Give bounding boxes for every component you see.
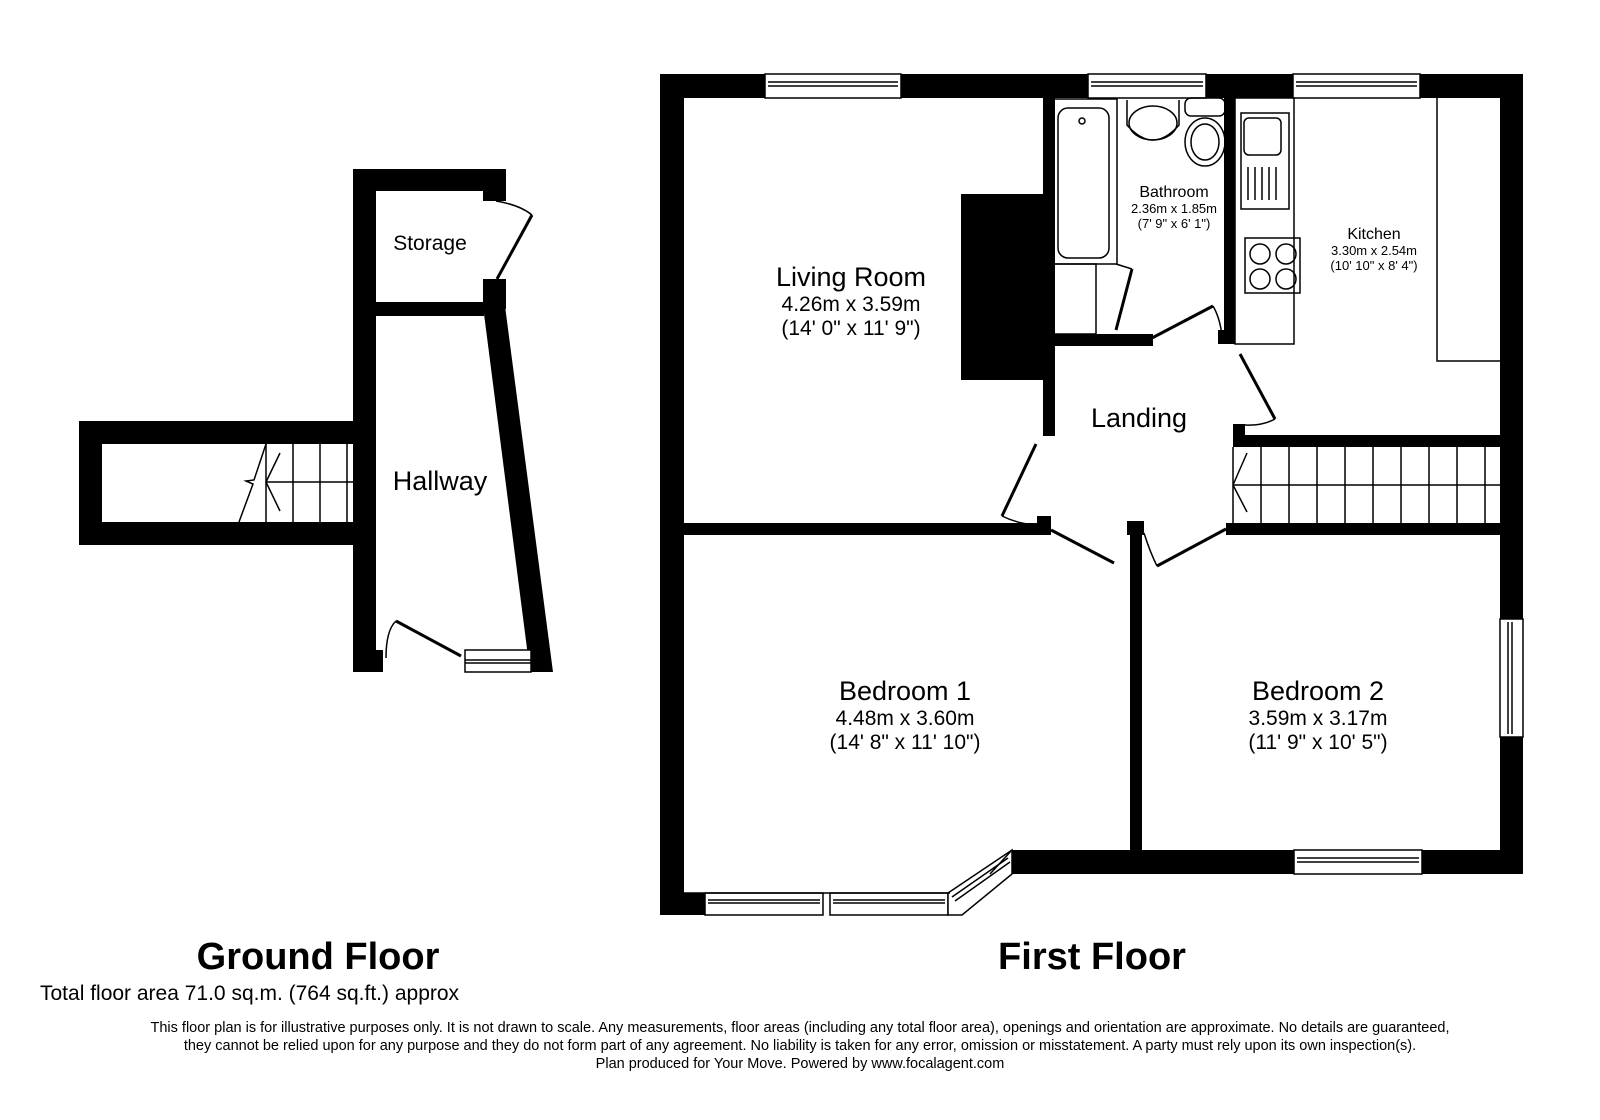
ground-floor-details xyxy=(238,200,534,673)
room-label-landing: Landing xyxy=(1090,403,1188,433)
room-name: Kitchen xyxy=(1347,226,1401,243)
first-floor-walls xyxy=(660,74,1523,915)
room-bedroom-2: Bedroom 2 3.59m x 3.17m (11' 9" x 10' 5"… xyxy=(1248,676,1387,755)
room-dimensions-imperial: (10' 10" x 8' 4") xyxy=(1330,258,1418,274)
room-bedroom-1: Bedroom 1 4.48m x 3.60m (14' 8" x 11' 10… xyxy=(830,676,981,755)
disclaimer: This floor plan is for illustrative purp… xyxy=(0,1019,1600,1073)
room-label-hallway: Hallway xyxy=(392,466,488,496)
first-floor-details xyxy=(684,73,1524,916)
floor-title-first: First Floor xyxy=(998,936,1186,978)
room-dimensions-imperial: (11' 9" x 10' 5") xyxy=(1248,731,1388,755)
disclaimer-line: This floor plan is for illustrative purp… xyxy=(150,1020,1450,1036)
room-label-storage: Storage xyxy=(393,232,467,255)
room-kitchen: Kitchen 3.30m x 2.54m (10' 10" x 8' 4") xyxy=(1330,226,1417,274)
room-dimensions-metric: 4.26m x 3.59m xyxy=(781,293,921,317)
room-name: Bedroom 2 xyxy=(1251,676,1385,706)
room-dimensions-imperial: (7' 9" x 6' 1") xyxy=(1137,216,1211,232)
room-dimensions-metric: 3.30m x 2.54m xyxy=(1331,243,1417,259)
room-dimensions-metric: 2.36m x 1.85m xyxy=(1131,201,1217,217)
room-name: Living Room xyxy=(775,262,927,292)
room-dimensions-imperial: (14' 0" x 11' 9") xyxy=(781,317,921,341)
total-floor-area: Total floor area 71.0 sq.m. (764 sq.ft.)… xyxy=(40,982,460,1005)
room-living-room: Living Room 4.26m x 3.59m (14' 0" x 11' … xyxy=(776,262,926,341)
ground-floor-walls xyxy=(79,169,553,672)
disclaimer-line: they cannot be relied upon for any purpo… xyxy=(183,1038,1417,1054)
room-dimensions-metric: 3.59m x 3.17m xyxy=(1248,707,1388,731)
room-bathroom: Bathroom 2.36m x 1.85m (7' 9" x 6' 1") xyxy=(1131,184,1217,232)
disclaimer-credit: Plan produced for Your Move. Powered by … xyxy=(595,1056,1005,1072)
room-name: Bathroom xyxy=(1139,184,1209,201)
room-dimensions-metric: 4.48m x 3.60m xyxy=(835,707,975,731)
floor-title-ground: Ground Floor xyxy=(196,936,440,978)
room-name: Bedroom 1 xyxy=(838,676,972,706)
room-dimensions-imperial: (14' 8" x 11' 10") xyxy=(829,731,981,755)
